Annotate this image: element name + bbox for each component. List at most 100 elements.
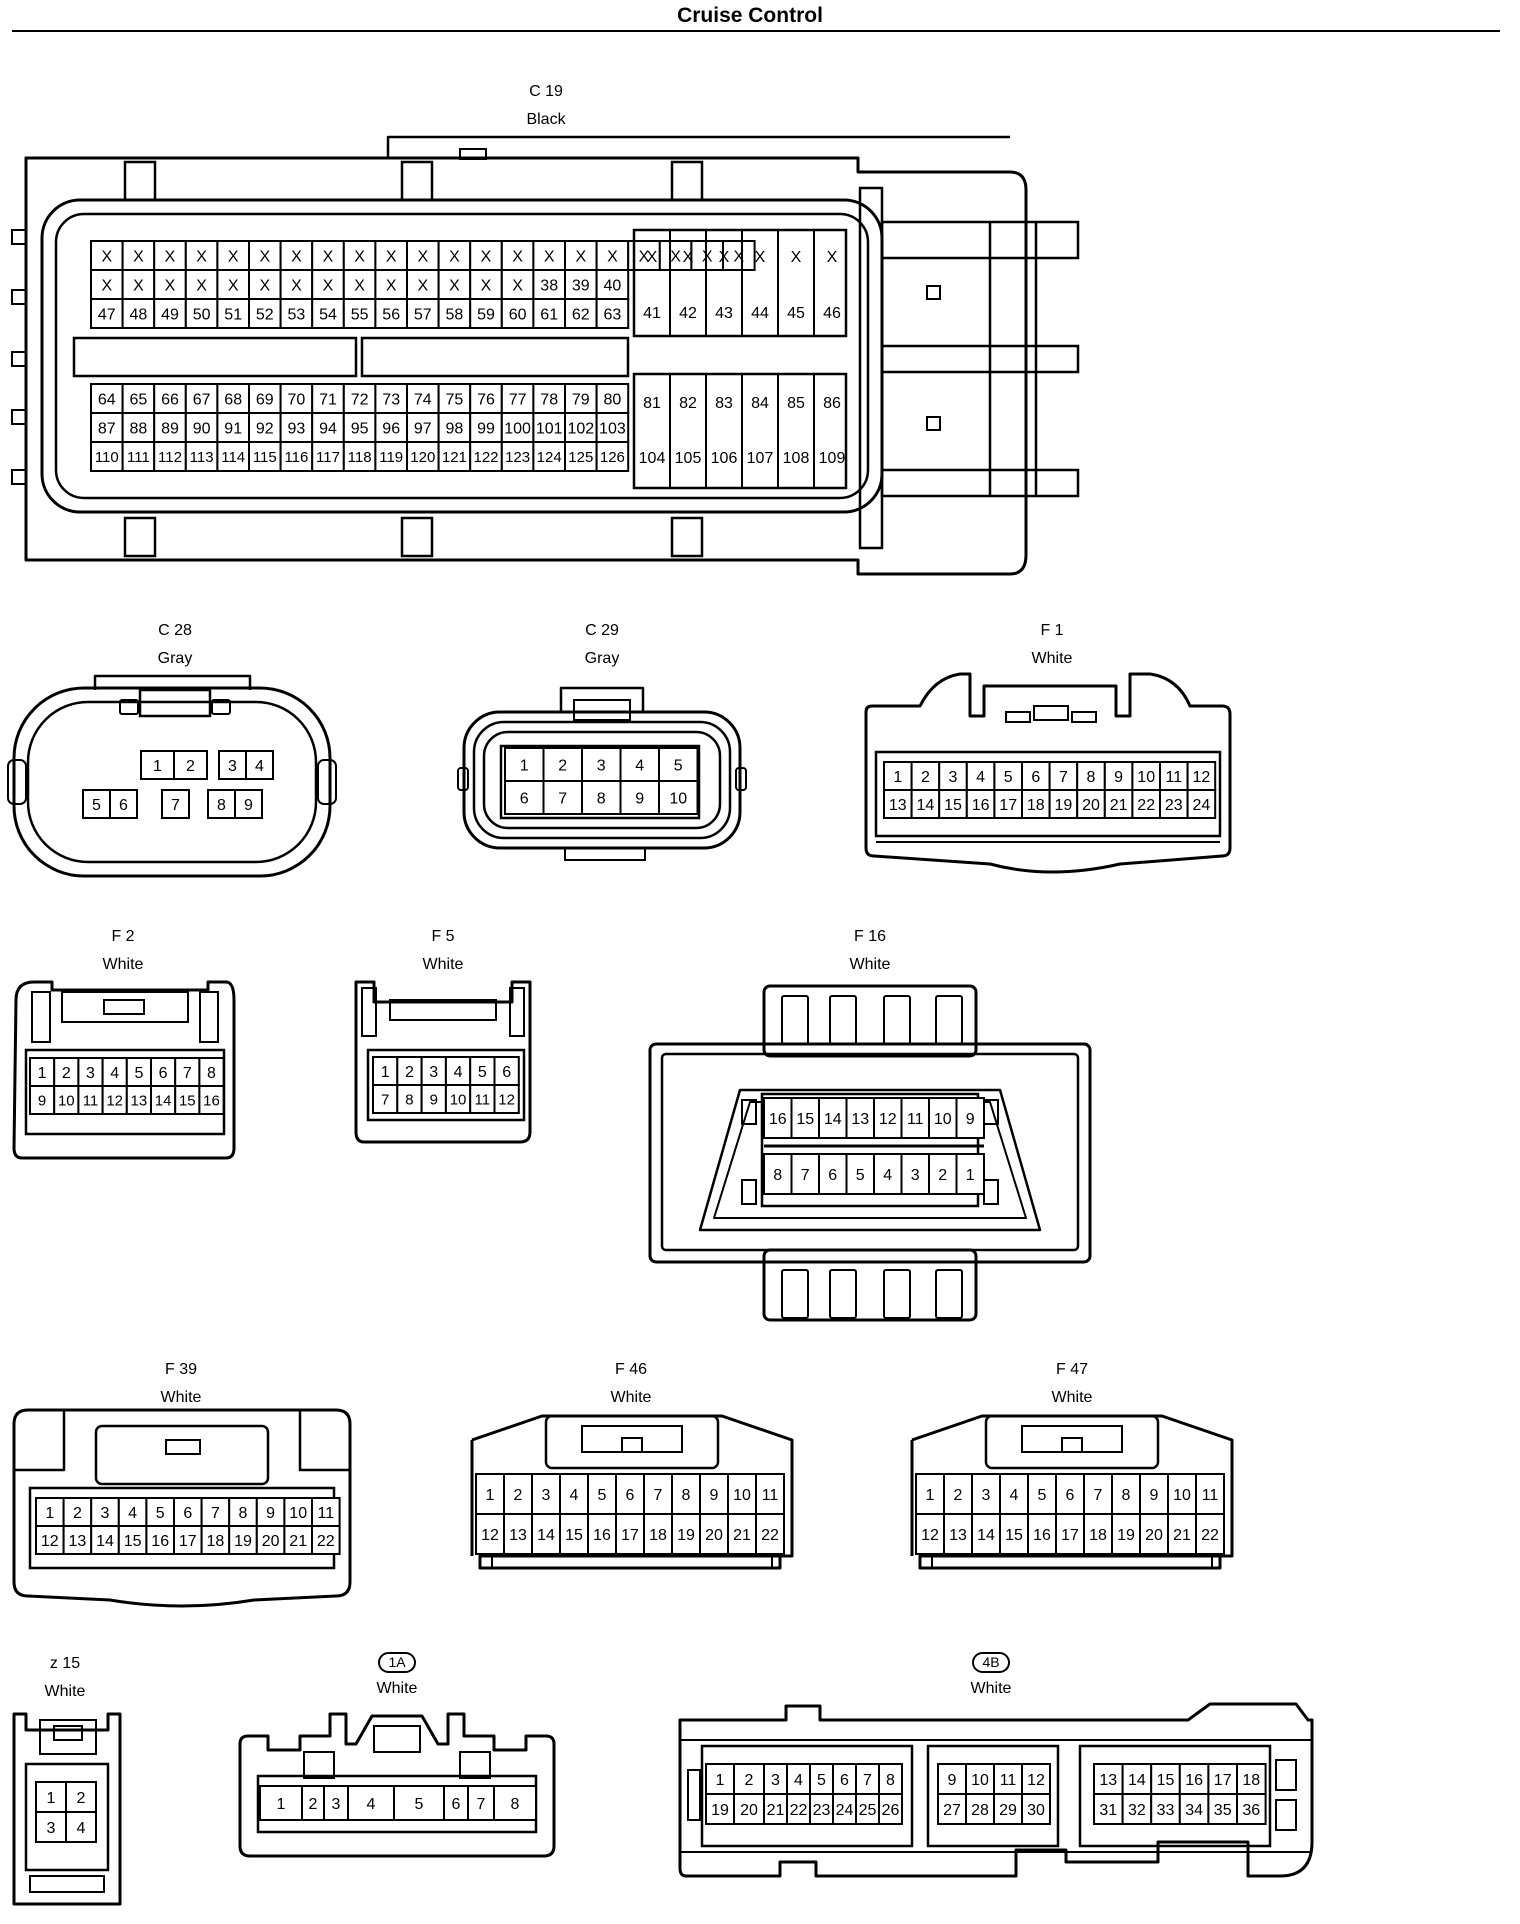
pin-cell: [1150, 1763, 1181, 1795]
pin-label: 27: [943, 1802, 961, 1819]
pin-label: 4: [976, 769, 985, 786]
pin-cell: [587, 1473, 617, 1515]
pin-label: 47: [98, 306, 116, 323]
pin-cell: [531, 1513, 561, 1555]
pin-label: 11: [907, 1111, 924, 1128]
pin-label: X: [354, 277, 365, 294]
pin-label: 19: [1055, 797, 1073, 814]
connector-outline: [199, 991, 219, 1043]
connector-outline: [94, 1424, 270, 1486]
pin-label: 8: [511, 1796, 520, 1813]
pin-label: 10: [669, 790, 687, 807]
pin-cell: [928, 1153, 958, 1195]
pin-cell: [173, 1525, 203, 1555]
pin-label: 33: [1157, 1802, 1175, 1819]
pin-label: 77: [509, 391, 527, 408]
pin-label: 3: [86, 1065, 95, 1082]
pin-cell: [619, 780, 660, 815]
pin-label: 20: [705, 1527, 723, 1544]
pin-label: 2: [558, 757, 567, 774]
connector-outline: [482, 730, 722, 830]
pin-label: 2: [62, 1065, 71, 1082]
pin-label: X: [670, 248, 681, 265]
pin-label: 5: [817, 1772, 826, 1789]
pin-cell: [500, 441, 535, 472]
pin-label: 105: [675, 450, 702, 467]
connector-outline: [31, 991, 51, 1043]
pin-cell: [587, 1513, 617, 1555]
connector-outline: [864, 672, 1232, 874]
pin-label: 54: [319, 306, 337, 323]
pin-label: 55: [351, 306, 369, 323]
pin-label: 98: [446, 420, 464, 437]
pin-cell: [437, 269, 472, 300]
pin-cell: [29, 1057, 56, 1087]
pin-label: 122: [473, 449, 498, 466]
pin-label: 21: [733, 1527, 751, 1544]
pin-label: X: [733, 248, 744, 265]
pin-label: 5: [1004, 769, 1013, 786]
pin-cell: [1150, 1793, 1181, 1825]
pin-label: 26: [882, 1802, 900, 1819]
pin-label: X: [228, 248, 239, 265]
pin-label: 16: [769, 1111, 787, 1128]
pin-label: 11: [1000, 1772, 1017, 1789]
connector-outline: [984, 1414, 1160, 1470]
pin-label: 12: [1193, 769, 1211, 786]
pin-cell: [1139, 1513, 1169, 1555]
pin-label: 4: [128, 1505, 137, 1522]
connector-color: Black: [526, 111, 566, 128]
connector-outline: [983, 1179, 999, 1205]
pin-label: 15: [565, 1527, 583, 1544]
pin-label: 21: [767, 1802, 785, 1819]
pin-cell: [878, 1793, 903, 1825]
pin-label: 88: [130, 420, 148, 437]
pin-label: 3: [228, 758, 237, 775]
pin-cell: [955, 1153, 985, 1195]
pin-label: 90: [193, 420, 211, 437]
pin-label: 13: [851, 1111, 869, 1128]
pin-cell: [311, 298, 345, 329]
connector-outline: [741, 1179, 757, 1205]
connector-outline: [499, 744, 701, 820]
pin-label: 22: [317, 1533, 335, 1550]
pin-label: 10: [58, 1092, 75, 1109]
pin-label: 91: [224, 420, 242, 437]
pin-label: 5: [674, 757, 683, 774]
connector-outline: [874, 750, 1222, 838]
pin-label: 7: [477, 1796, 486, 1813]
pin-cell: [1195, 1513, 1225, 1555]
connector-outline: [926, 416, 941, 431]
pin-cell: [532, 441, 567, 472]
pin-label: 8: [1122, 1487, 1131, 1504]
connector-outline: [648, 1042, 1092, 1264]
pin-label: 74: [414, 391, 432, 408]
pin-cell: [406, 383, 440, 414]
pin-label: 56: [382, 306, 400, 323]
pin-cell: [1055, 1513, 1085, 1555]
pin-cell: [469, 240, 503, 271]
pin-label: 81: [643, 395, 661, 412]
pin-label: X: [512, 277, 523, 294]
connector-color: Gray: [584, 650, 620, 667]
pin-label: 1: [893, 769, 902, 786]
pin-cell: [311, 1525, 341, 1555]
pin-label: 24: [1193, 797, 1211, 814]
pin-label: 9: [244, 797, 253, 814]
pin-label: 14: [537, 1527, 555, 1544]
pin-cell: [406, 441, 440, 472]
connector-color: White: [610, 1389, 652, 1406]
pin-label: 22: [1201, 1527, 1219, 1544]
connector-outline: [935, 995, 963, 1045]
connector-outline: [54, 212, 870, 500]
pin-cell: [77, 1085, 104, 1115]
pin-label: 8: [773, 1167, 782, 1184]
pin-cell: [790, 1097, 820, 1139]
connector-outline: [360, 336, 630, 378]
pin-label: 80: [604, 391, 622, 408]
pin-label: 8: [886, 1772, 895, 1789]
page-title: Cruise Control: [677, 4, 823, 27]
